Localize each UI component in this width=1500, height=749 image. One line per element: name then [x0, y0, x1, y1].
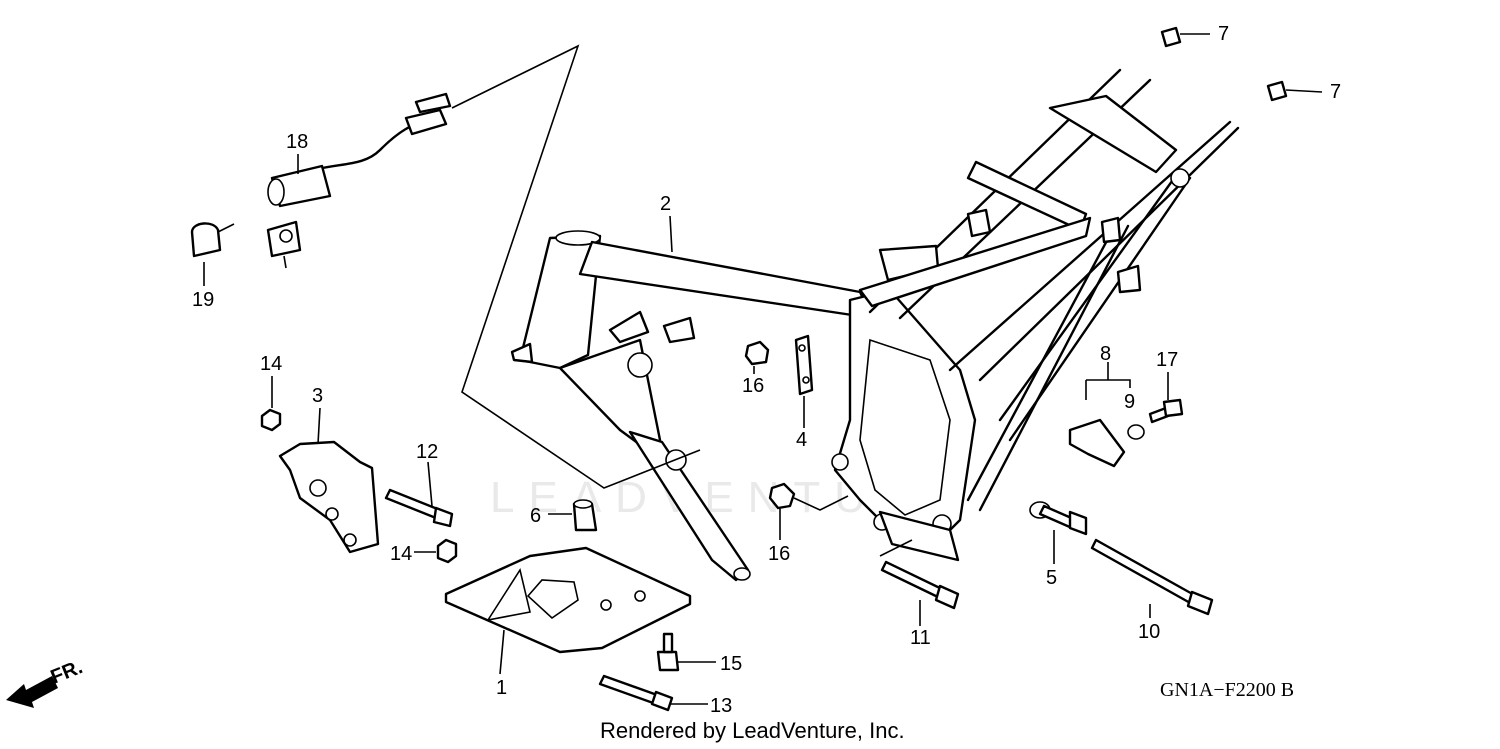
nut-part-14-lower[interactable]: [436, 538, 458, 564]
nut-part-16-upper[interactable]: [744, 340, 770, 366]
bolt-part-15[interactable]: [656, 632, 680, 672]
callout-14-lower: 14: [390, 543, 412, 565]
clip-part-7-upper[interactable]: [1160, 26, 1182, 48]
callout-2: 2: [660, 193, 671, 215]
front-direction-arrow-icon: [6, 676, 58, 708]
callout-6: 6: [530, 505, 541, 527]
callout-16-upper: 16: [742, 375, 764, 397]
main-frame-part-2[interactable]: [510, 68, 1240, 582]
callout-9: 9: [1124, 391, 1135, 413]
callout-8: 8: [1100, 343, 1111, 365]
callout-16-lower: 16: [768, 543, 790, 565]
callout-7-lower: 7: [1330, 81, 1341, 103]
callout-10: 10: [1138, 621, 1160, 643]
direction-label: FR.: [48, 656, 86, 688]
callout-12: 12: [416, 441, 438, 463]
key-part-19[interactable]: [190, 222, 235, 258]
bolt-part-11[interactable]: [880, 560, 960, 610]
bolt-part-17[interactable]: [1148, 398, 1184, 424]
diagram-code: GN1A−F2200 B: [1160, 679, 1294, 701]
callout-13: 13: [710, 695, 732, 717]
callout-15: 15: [720, 653, 742, 675]
guard-plate-part-8[interactable]: [1068, 418, 1126, 468]
plate-part-4[interactable]: [794, 334, 814, 396]
callout-19: 19: [192, 289, 214, 311]
ignition-switch-part-18[interactable]: [266, 92, 452, 269]
callout-5: 5: [1046, 567, 1057, 589]
callout-7-upper: 7: [1218, 23, 1229, 45]
callout-4: 4: [796, 429, 807, 451]
pivot-bolt-part-5[interactable]: [1029, 501, 1088, 536]
callout-1: 1: [496, 677, 507, 699]
bolt-part-13[interactable]: [598, 674, 674, 712]
callout-14-upper: 14: [260, 353, 282, 375]
long-bolt-part-10[interactable]: [1090, 538, 1214, 616]
callout-3: 3: [312, 385, 323, 407]
bolt-part-12[interactable]: [384, 488, 454, 528]
callout-18: 18: [286, 131, 308, 153]
footer-credit: Rendered by LeadVenture, Inc.: [600, 718, 905, 743]
collar-part-9[interactable]: [1127, 424, 1145, 440]
collar-part-6[interactable]: [572, 499, 598, 532]
callout-11: 11: [910, 627, 931, 649]
engine-hanger-bracket-part-3[interactable]: [278, 440, 380, 554]
clip-part-7-lower[interactable]: [1266, 80, 1288, 102]
callout-17: 17: [1156, 349, 1178, 371]
nut-part-16-lower[interactable]: [768, 482, 796, 510]
skid-plate-part-1[interactable]: [444, 546, 692, 654]
nut-part-14-upper[interactable]: [260, 408, 282, 432]
